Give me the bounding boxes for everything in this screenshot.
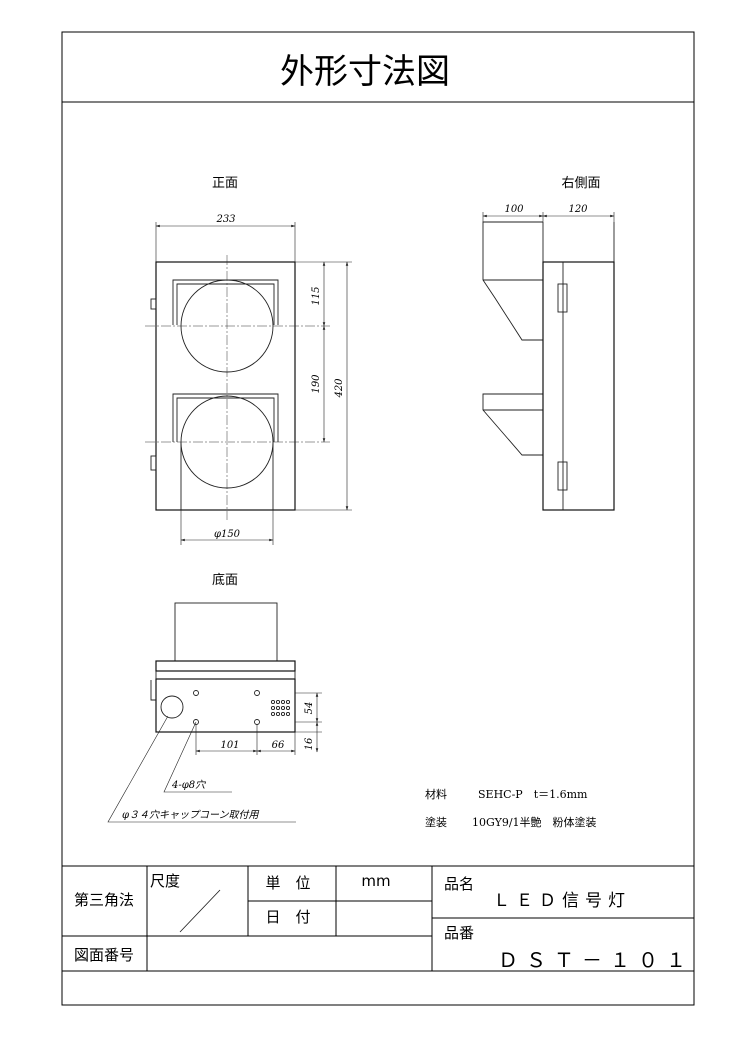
bottom-view: 底面 54 16 101 66 4- — [107, 572, 322, 823]
front-view-label: 正面 — [212, 176, 238, 191]
side-housing — [542, 261, 615, 511]
mount-hole-2 — [193, 719, 199, 725]
material-notes: 材料 SEHC-P t＝1.6mm 塗装 10GY9/1半艶 粉体塗装 — [425, 787, 597, 829]
drawing-title: 外形寸法図 — [280, 52, 450, 92]
product-number-label: 品番 — [444, 924, 474, 942]
lower-visor-profile — [482, 393, 543, 456]
holes-annotation: 4-φ8穴 — [171, 779, 206, 791]
cap-cone-hole — [160, 695, 184, 719]
unit-value: mm — [361, 872, 390, 890]
front-housing — [155, 261, 296, 511]
mount-hole-4 — [254, 719, 260, 725]
dim-front-190: 190 — [311, 374, 322, 394]
material-value: SEHC-P t＝1.6mm — [478, 788, 588, 801]
dim-bottom-101: 101 — [220, 740, 239, 751]
scale-label: 尺度 — [150, 872, 180, 890]
holes-leader — [163, 721, 232, 793]
dim-front-420: 420 — [334, 378, 345, 399]
upper-visor-profile — [482, 221, 543, 341]
mount-hole-1 — [193, 690, 199, 696]
dim-front-diameter: φ150 — [214, 529, 241, 540]
upper-visor — [172, 279, 279, 325]
vent-holes — [270, 699, 291, 717]
dim-side-100: 100 — [504, 204, 524, 215]
dim-bottom-54: 54 — [304, 702, 315, 715]
front-bracket-top — [150, 298, 157, 310]
coating-label: 塗装 — [425, 815, 447, 829]
date-label: 日 付 — [265, 908, 310, 926]
product-name-label: 品名 — [444, 875, 474, 893]
material-label: 材料 — [425, 787, 447, 801]
side-view: 右側面 100 120 — [482, 176, 615, 511]
front-bracket-bottom — [150, 455, 157, 471]
mount-hole-3 — [254, 690, 260, 696]
cap-cone-leader — [107, 715, 296, 823]
title-block: 第三角法 尺度 単 位 mm 日 付 品名 ＬＥＤ信号灯 品番 ＤＳＴ－１０１ … — [62, 865, 694, 972]
cap-cone-annotation: φ３４穴キャップコーン取付用 — [122, 809, 260, 821]
unit-label: 単 位 — [265, 874, 310, 892]
side-view-label: 右側面 — [561, 176, 600, 191]
drawing-number-label: 図面番号 — [74, 946, 134, 964]
dim-front-115: 115 — [311, 286, 322, 305]
front-view: 正面 233 115 190 420 — [145, 176, 352, 545]
product-name: ＬＥＤ信号灯 — [493, 891, 631, 911]
coating-value: 10GY9/1半艶 粉体塗装 — [472, 815, 597, 829]
scale-slash — [179, 889, 221, 933]
upper-hinge — [557, 283, 568, 313]
dim-bottom-66: 66 — [272, 740, 285, 751]
dim-side-120: 120 — [568, 204, 588, 215]
bottom-housing — [155, 678, 296, 733]
lower-hinge — [557, 461, 568, 491]
dim-bottom-16: 16 — [304, 737, 315, 750]
projection-method: 第三角法 — [74, 891, 134, 909]
dim-front-width: 233 — [215, 214, 235, 225]
bottom-plate — [155, 660, 296, 672]
outer-frame — [61, 31, 695, 1006]
bottom-visor — [174, 602, 278, 662]
product-number: ＤＳＴ－１０１ — [498, 948, 694, 972]
bottom-view-label: 底面 — [212, 572, 238, 588]
lower-visor — [172, 393, 279, 442]
